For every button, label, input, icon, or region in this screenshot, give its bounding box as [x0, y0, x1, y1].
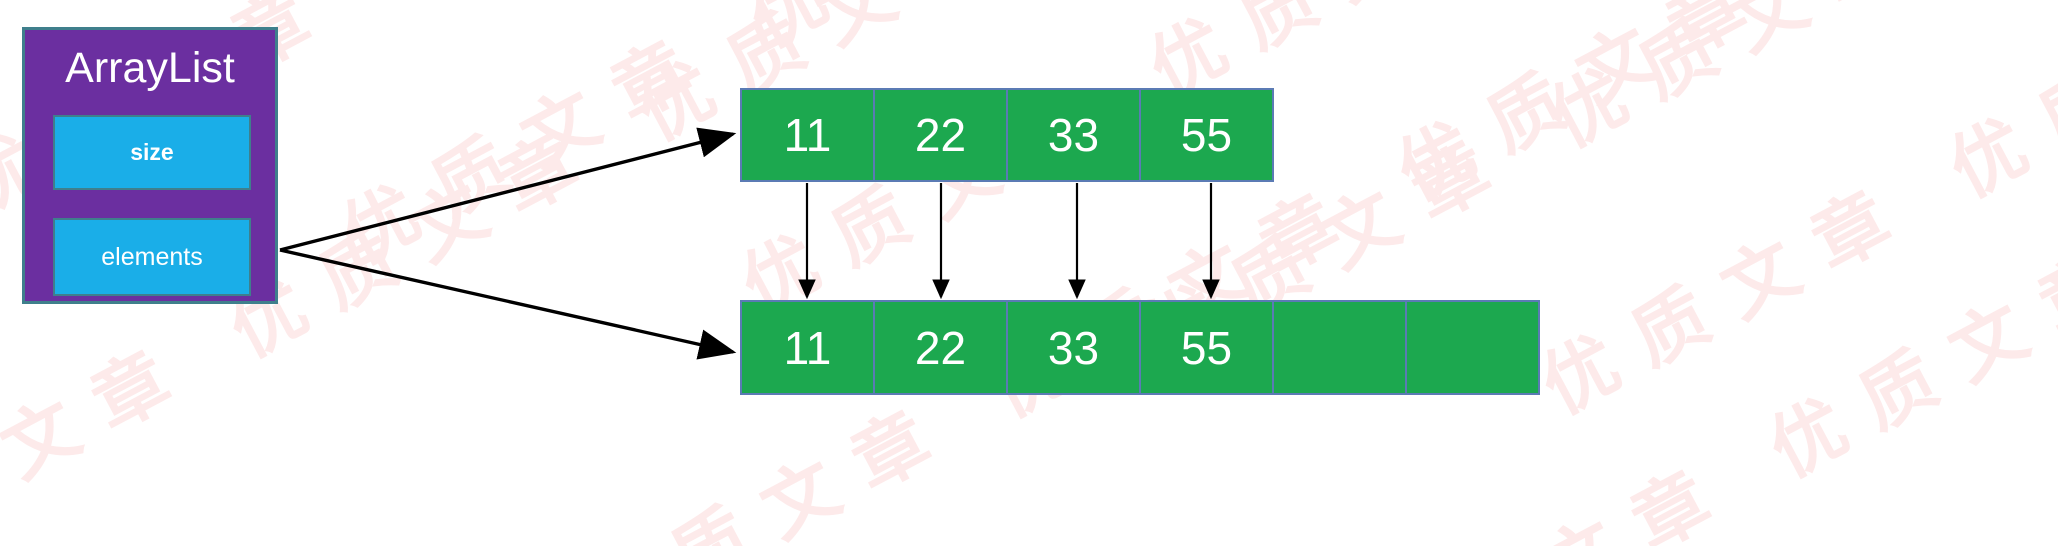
arrow-elements-to-new-array — [279, 248, 737, 360]
field-elements: elements — [53, 218, 251, 296]
cell-value: 22 — [914, 321, 967, 374]
cell-value: 11 — [783, 321, 832, 374]
arrow-elements-to-old-array — [279, 127, 737, 252]
field-size: size — [53, 115, 251, 190]
cell-value: 33 — [1047, 321, 1100, 374]
watermark-line: 优质文章 优质文章 优质文章 优质文章 优质文章 — [1340, 0, 2058, 546]
array-cell-empty — [1272, 300, 1407, 395]
array-cell: 33 — [1006, 300, 1141, 395]
cell-value: 55 — [1180, 109, 1233, 161]
array-cell: 55 — [1139, 88, 1274, 182]
array-cell: 55 — [1139, 300, 1274, 395]
cell-value: 22 — [914, 109, 967, 161]
arraylist-title: ArrayList — [65, 44, 235, 92]
cell-value: 11 — [783, 109, 832, 161]
field-elements-label: elements — [101, 242, 203, 271]
watermark-line: 优质文章 优质文章 优质文章 优质文章 优质文章 — [1520, 0, 2058, 434]
watermark-line: 优质文章 优质文章 优质文章 优质文章 优质文章 — [560, 0, 2058, 546]
array-cell: 11 — [740, 88, 875, 182]
cell-value: 55 — [1180, 321, 1233, 374]
array-cell: 11 — [740, 300, 875, 395]
array-cell: 33 — [1006, 88, 1141, 182]
cell-value: 33 — [1047, 109, 1100, 161]
new-elements-array: 11 22 33 55 — [740, 300, 1540, 395]
field-size-label: size — [130, 139, 174, 165]
arraylist-object-box: ArrayList size elements — [22, 27, 278, 304]
array-cell: 22 — [873, 300, 1008, 395]
array-cell-empty — [1405, 300, 1540, 395]
array-cell: 22 — [873, 88, 1008, 182]
old-elements-array: 11 22 33 55 — [740, 88, 1274, 182]
